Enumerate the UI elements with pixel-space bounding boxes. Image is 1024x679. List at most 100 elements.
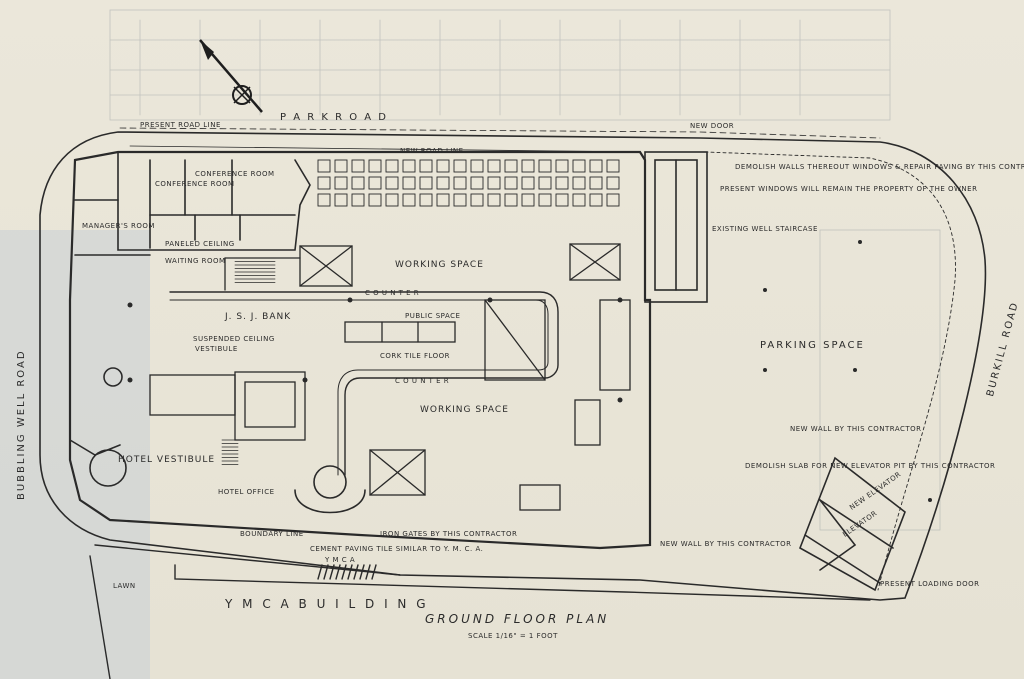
window-square [572,176,586,190]
window-square [487,159,501,173]
window-square [521,193,535,207]
window-square [436,193,450,207]
new-road-line-label: NEW ROAD LINE [400,147,464,155]
stair-tread [365,564,371,580]
elevator-wing [799,456,906,592]
window-square [351,176,365,190]
paneled-ceiling-label: PANELED CEILING [165,240,235,248]
bleed-through-lines [109,9,941,531]
window-square [504,193,518,207]
cement-paving-note: CEMENT PAVING TILE SIMILAR TO Y. M. C. A… [310,545,484,553]
window-square [572,193,586,207]
window-square [436,159,450,173]
stair-tread [371,564,377,580]
ymca-building-label: Y M C A B U I L D I N G [225,597,429,611]
window-square [317,176,331,190]
window-square [385,193,399,207]
hotel-vestibule-bay [69,367,366,514]
window-grid [317,159,620,207]
window-square [538,193,552,207]
window-square [555,176,569,190]
bubbling-well-road-label: BUBBLING WELL ROAD [16,349,27,500]
north-wing-rooms [74,151,311,256]
window-square [504,176,518,190]
window-square [453,159,467,173]
present-road-line [119,127,881,139]
window-square [589,159,603,173]
present-loading-door-note: PRESENT LOADING DOOR [880,580,980,588]
window-square [368,159,382,173]
stair-tread [323,564,329,580]
hotel-vestibule-label: HOTEL VESTIBULE [118,455,216,465]
drawing-scale: SCALE 1/16" = 1 FOOT [468,632,558,640]
parking-edge [704,151,956,591]
park-road-label: P A R K R O A D [280,112,388,123]
east-core [644,151,708,303]
window-square [317,159,331,173]
window-square [419,159,433,173]
window-square [538,159,552,173]
window-square [470,193,484,207]
north-arrow-icon [199,39,263,113]
counter-top [169,291,559,476]
window-square [419,176,433,190]
window-square [555,193,569,207]
working-space-bottom-label: WORKING SPACE [420,405,509,415]
ymca-label: Y M C A [325,556,356,564]
window-square [470,159,484,173]
window-square [402,176,416,190]
counter-top-label: C O U N T E R [365,289,420,297]
window-square [504,159,518,173]
stair-tread [359,564,365,580]
window-square [334,176,348,190]
stair-tread [329,564,335,580]
iron-gates-note: IRON GATES BY THIS CONTRACTOR [380,530,518,538]
window-square [402,193,416,207]
window-square [453,176,467,190]
window-square [436,176,450,190]
counter-bottom-label: C O U N T E R [395,377,450,385]
window-square [521,176,535,190]
window-square [487,176,501,190]
window-square [453,193,467,207]
bank-vestibule-label: VESTIBULE [195,345,238,353]
public-space-label: PUBLIC SPACE [405,312,461,320]
window-square [368,193,382,207]
new-door-label: NEW DOOR [690,122,735,130]
window-square [385,176,399,190]
boundary-line-label: BOUNDARY LINE [240,530,304,538]
bank-label: J. S. J. BANK [225,312,292,322]
window-square [606,193,620,207]
drawing-title: GROUND FLOOR PLAN [425,612,610,626]
stair-treads [221,257,276,465]
interior-partitions [149,243,631,511]
window-square [606,159,620,173]
hotel-office-label: HOTEL OFFICE [218,488,275,496]
window-square [419,193,433,207]
working-space-top-label: WORKING SPACE [395,260,484,270]
demolish-slab-note: DEMOLISH SLAB FOR NEW ELEVATOR PIT BY TH… [745,462,996,470]
window-square [521,159,535,173]
window-square [402,159,416,173]
new-wall-note-south: NEW WALL BY THIS CONTRACTOR [660,540,792,548]
window-square [589,176,603,190]
stair-tread [341,564,347,580]
window-square [385,159,399,173]
present-road-line-label: PRESENT ROAD LINE [140,121,221,129]
existing-staircase-label: EXISTING WELL STAIRCASE [712,225,818,233]
window-square [317,193,331,207]
lawn-label: LAWN [113,582,136,590]
window-square [487,193,501,207]
stair-tread [335,564,341,580]
ymca-building [89,544,871,679]
managers-room-label: MANAGER'S ROOM [82,222,155,230]
window-square [572,159,586,173]
conference-room-2-label: CONFERENCE ROOM [195,170,275,178]
window-square [538,176,552,190]
conference-room-1-label: CONFERENCE ROOM [155,180,235,188]
window-square [589,193,603,207]
waiting-room-label: WAITING ROOM [165,257,226,265]
window-square [470,176,484,190]
